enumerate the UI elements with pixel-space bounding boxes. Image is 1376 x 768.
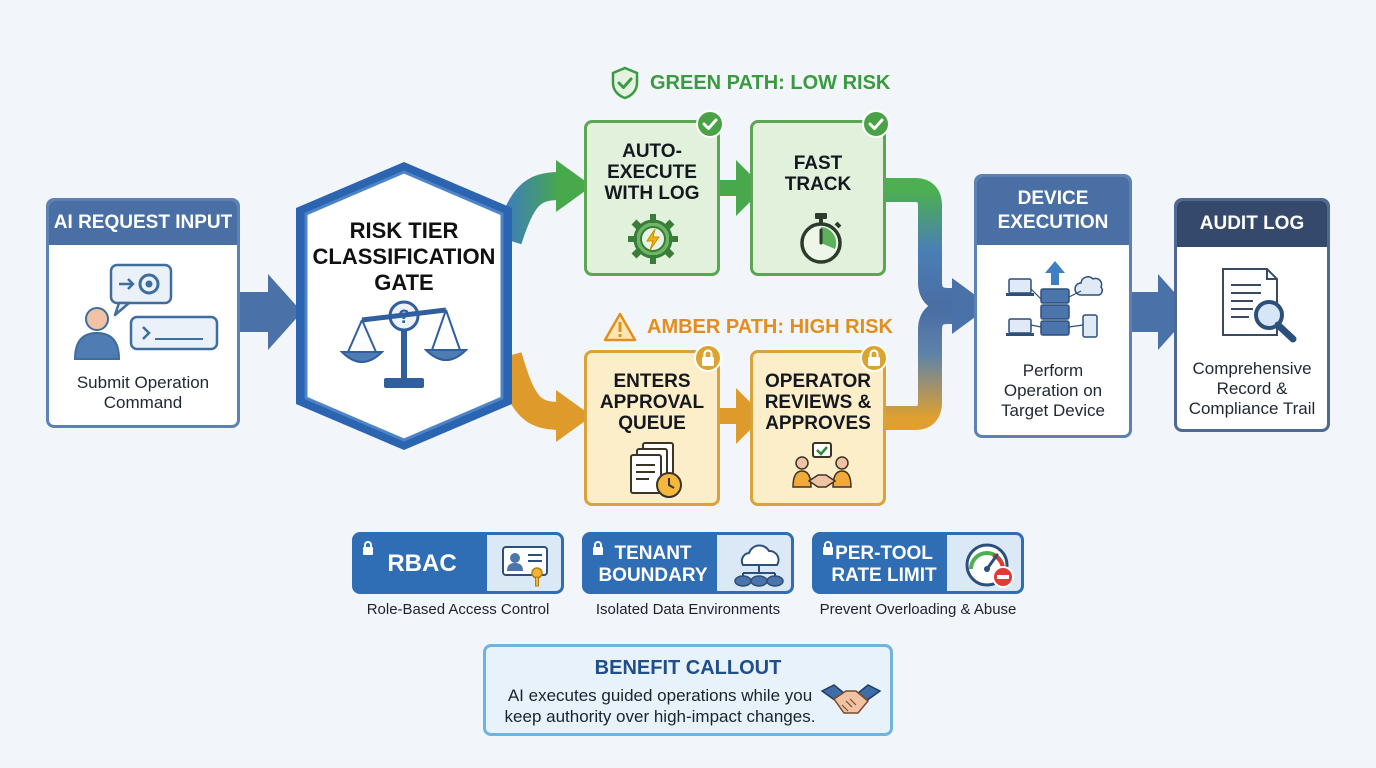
shield-check-icon bbox=[611, 66, 639, 100]
arrow-into-device bbox=[952, 278, 990, 334]
benefit-callout: BENEFIT CALLOUT AI executes guided opera… bbox=[483, 644, 893, 736]
amber-merge-line bbox=[886, 300, 960, 430]
document-queue-clock-icon bbox=[630, 442, 682, 498]
benefit-title: BENEFIT CALLOUT bbox=[594, 657, 782, 679]
green-merge-line bbox=[886, 178, 960, 312]
branch-to-green bbox=[494, 172, 561, 245]
team-approval-icon bbox=[792, 442, 852, 488]
input-card-title: AI REQUEST INPUT bbox=[49, 201, 237, 245]
green-path-label: GREEN PATH: LOW RISK bbox=[610, 66, 890, 100]
benefit-text: AI executes guided operations while you … bbox=[504, 686, 816, 726]
operator-review-lock-badge bbox=[860, 344, 888, 372]
lock-icon bbox=[593, 541, 603, 555]
device-execution-card: DEVICE EXECUTION Perform Operation on Ta… bbox=[974, 174, 1132, 438]
arrow-to-approval-queue bbox=[556, 390, 592, 442]
arrow-auto-to-fast bbox=[720, 160, 764, 216]
gauge-stop-icon bbox=[965, 543, 1014, 588]
warning-icon bbox=[603, 312, 637, 342]
server-devices-icon bbox=[1006, 261, 1103, 338]
document-search-icon bbox=[1222, 268, 1297, 343]
stopwatch-icon bbox=[800, 213, 842, 264]
cloud-network-icon bbox=[734, 544, 784, 587]
lock-icon bbox=[702, 349, 714, 366]
approval-queue-lock-badge bbox=[694, 344, 722, 372]
operator-review-box: OPERATOR REVIEWS & APPROVES bbox=[750, 350, 886, 506]
operator-review-title: OPERATOR REVIEWS & APPROVES bbox=[764, 371, 872, 434]
ai-request-input-card: AI REQUEST INPUT Submit Operation Comman… bbox=[46, 198, 240, 428]
audit-log-card: AUDIT LOG Comprehensive Record & Complia… bbox=[1174, 198, 1330, 432]
check-icon bbox=[702, 118, 718, 130]
auto-execute-title: AUTO- EXECUTE WITH LOG bbox=[604, 141, 700, 204]
id-card-key-icon bbox=[502, 546, 548, 587]
arrow-queue-to-operator bbox=[720, 388, 764, 444]
tenant-boundary-label: TENANT BOUNDARY bbox=[598, 543, 708, 586]
arrow-input-to-gate bbox=[240, 274, 302, 350]
auto-execute-box: AUTO- EXECUTE WITH LOG bbox=[584, 120, 720, 276]
fast-track-box: FAST TRACK bbox=[750, 120, 886, 276]
gear-lightning-icon bbox=[628, 214, 678, 264]
amber-path-title: AMBER PATH: HIGH RISK bbox=[647, 315, 893, 338]
control-tenant-boundary: TENANT BOUNDARY bbox=[582, 532, 794, 594]
amber-path-label: AMBER PATH: HIGH RISK bbox=[603, 310, 893, 344]
approval-queue-title: ENTERS APPROVAL QUEUE bbox=[599, 371, 705, 434]
risk-tier-gate: ? bbox=[296, 162, 512, 450]
auto-execute-check-badge bbox=[696, 110, 724, 138]
tenant-boundary-caption: Isolated Data Environments bbox=[595, 601, 781, 618]
check-icon bbox=[868, 118, 884, 130]
input-caption: Submit Operation Command bbox=[76, 373, 210, 412]
lock-icon bbox=[823, 541, 833, 555]
gate-title: RISK TIER CLASSIFICATION GATE bbox=[312, 218, 496, 295]
green-path-title: GREEN PATH: LOW RISK bbox=[650, 71, 891, 94]
rate-limit-label: PER-TOOL RATE LIMIT bbox=[831, 543, 937, 586]
lock-icon bbox=[868, 349, 880, 366]
approval-queue-box: ENTERS APPROVAL QUEUE bbox=[584, 350, 720, 506]
rbac-caption: Role-Based Access Control bbox=[366, 601, 550, 618]
fast-track-title: FAST TRACK bbox=[784, 153, 852, 195]
control-rbac: RBAC bbox=[352, 532, 564, 594]
balance-scale-icon: ? bbox=[339, 300, 469, 388]
device-execution-title: DEVICE EXECUTION bbox=[977, 177, 1129, 245]
lock-icon bbox=[363, 541, 373, 555]
branch-to-amber bbox=[494, 352, 561, 430]
fast-track-check-badge bbox=[862, 110, 890, 138]
user-command-icon bbox=[73, 263, 219, 360]
rate-limit-caption: Prevent Overloading & Abuse bbox=[819, 601, 1017, 618]
audit-log-caption: Comprehensive Record & Compliance Trail bbox=[1188, 359, 1316, 418]
arrow-to-auto-execute bbox=[556, 160, 592, 212]
control-rate-limit: PER-TOOL RATE LIMIT bbox=[812, 532, 1024, 594]
arrow-device-to-audit bbox=[1130, 274, 1192, 350]
rbac-label: RBAC bbox=[387, 550, 457, 577]
handshake-icon bbox=[820, 684, 882, 714]
device-execution-caption: Perform Operation on Target Device bbox=[1001, 361, 1105, 420]
audit-log-title: AUDIT LOG bbox=[1177, 201, 1327, 247]
